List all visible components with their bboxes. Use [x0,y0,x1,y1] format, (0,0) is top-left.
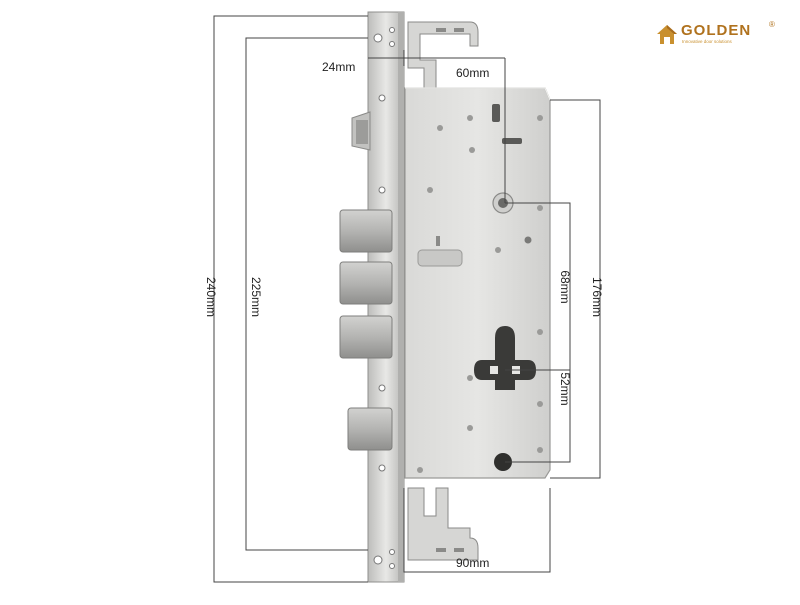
dead-bolt-1 [339,209,393,253]
dim-225mm-label: 225mm [249,276,263,317]
dead-bolt-3 [339,315,393,359]
lock-case [404,87,551,479]
dim-24mm-label: 24mm [322,60,356,74]
dim-60mm-label: 60mm [456,66,490,80]
house-icon [657,25,677,44]
brand-registered-mark: ® [769,20,775,29]
brand-tagline: Innovative door solutions [682,39,732,44]
dim-176mm-label: 176mm [590,276,604,317]
brand-name: GOLDEN [681,22,752,39]
dead-bolt-4 [347,407,393,451]
dim-52mm-label: 52mm [558,372,572,406]
dimension-lines [213,15,601,583]
dim-68mm-label: 68mm [558,270,572,304]
dead-bolt-2 [339,261,393,305]
dim-240mm-label: 240mm [204,276,218,317]
dim-90mm-label: 90mm [456,556,490,570]
latch-bolt [351,111,371,151]
bottom-strike-clip [407,487,479,561]
brand-logo: GOLDEN ® Innovative door solutions [653,20,783,50]
